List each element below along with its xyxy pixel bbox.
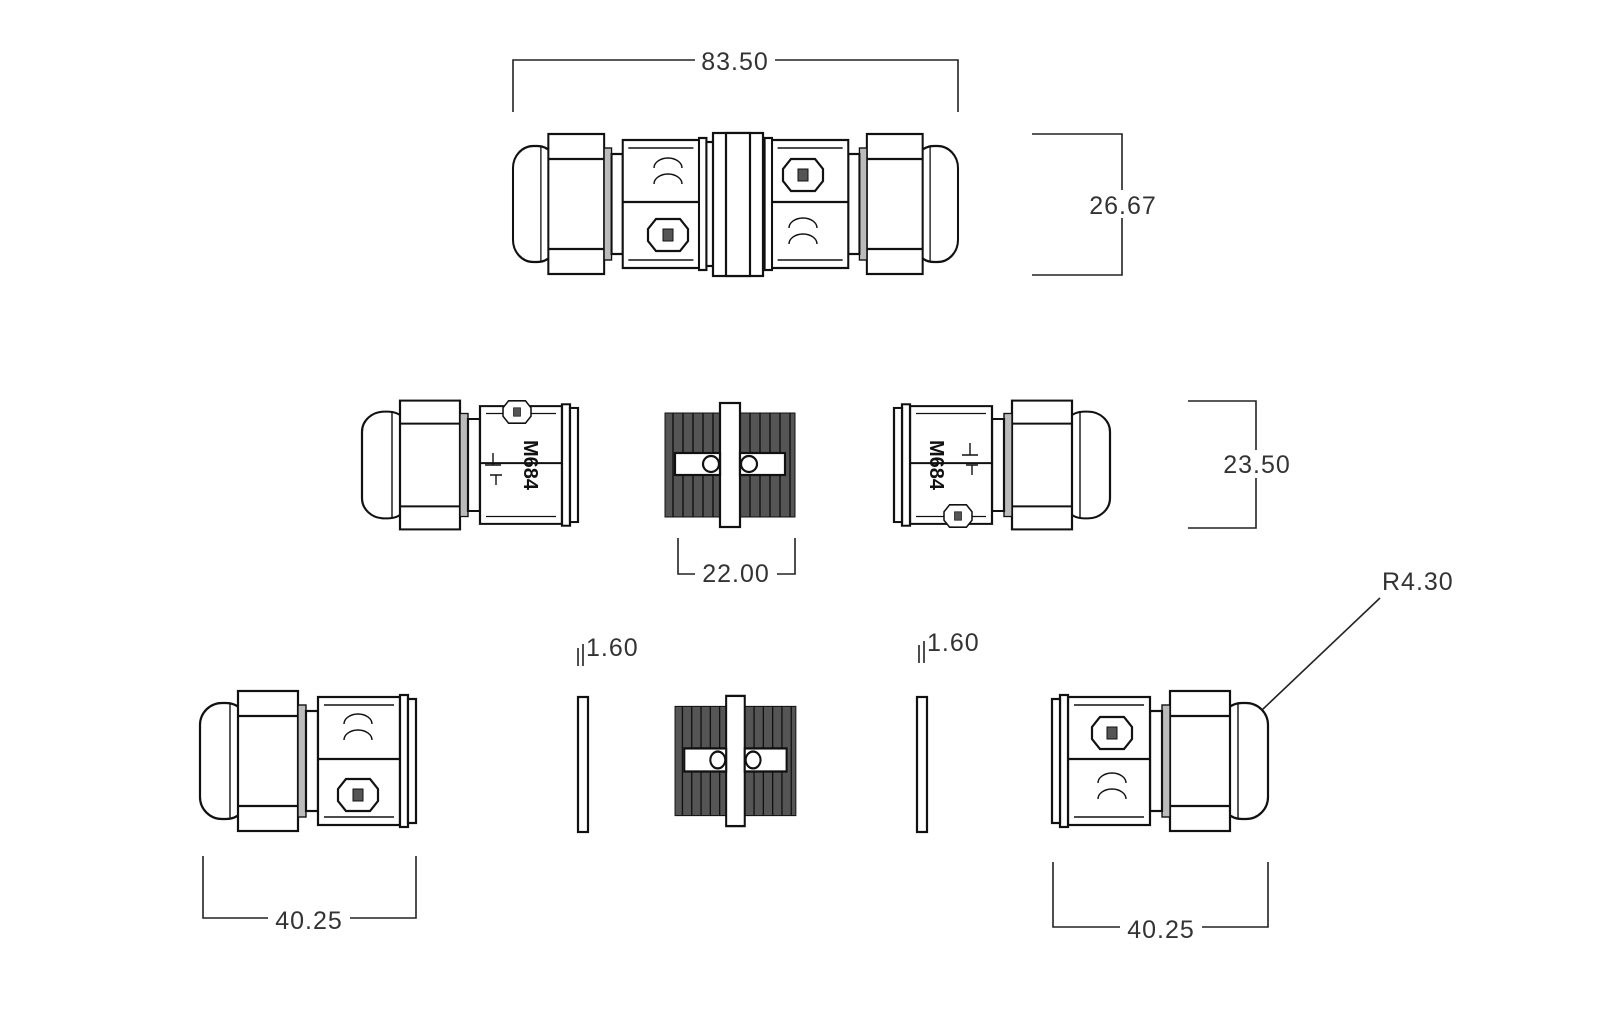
part-marking-right: M684 [925,440,947,491]
left-half-side [360,399,580,531]
lock-symbol-icon [646,217,690,253]
lock-symbol-icon [943,504,973,528]
left-half-top [511,132,715,276]
top-assembly-view: 83.50 26.67 [511,47,1164,278]
lock-symbol-icon [1090,715,1134,751]
dim-side-height: 23.50 [1223,451,1291,479]
dim-overall-height: 26.67 [1089,192,1157,220]
dim-cap-radius: R4.30 [1382,568,1454,596]
left-half-exploded [198,689,418,833]
exploded-views: 1.60 1.60 40.25 40.25 R4.30 [198,568,1454,944]
washer-right [915,695,929,834]
lock-symbol-icon [502,400,532,424]
dim-washer-left: 1.60 [586,634,639,662]
dim-half-length-right: 40.25 [1127,916,1195,944]
dim-overall-length: 83.50 [701,48,769,76]
logo-mark [962,443,978,475]
side-views: M684 M684 22.00 23.50 [360,399,1298,588]
lock-symbol-icon [781,157,825,193]
coupling-side [663,401,797,529]
logo-mark [485,453,502,485]
dim-washer-right: 1.60 [927,629,980,657]
dim-coupling-length: 22.00 [702,560,770,588]
lock-symbol-icon [336,777,380,813]
washer-left [576,695,590,834]
right-half-exploded [1050,689,1270,833]
right-half-top [756,132,960,276]
dim-half-length-left: 40.25 [275,907,343,935]
coupling-exploded [673,694,798,828]
part-marking-left: M684 [519,440,541,491]
